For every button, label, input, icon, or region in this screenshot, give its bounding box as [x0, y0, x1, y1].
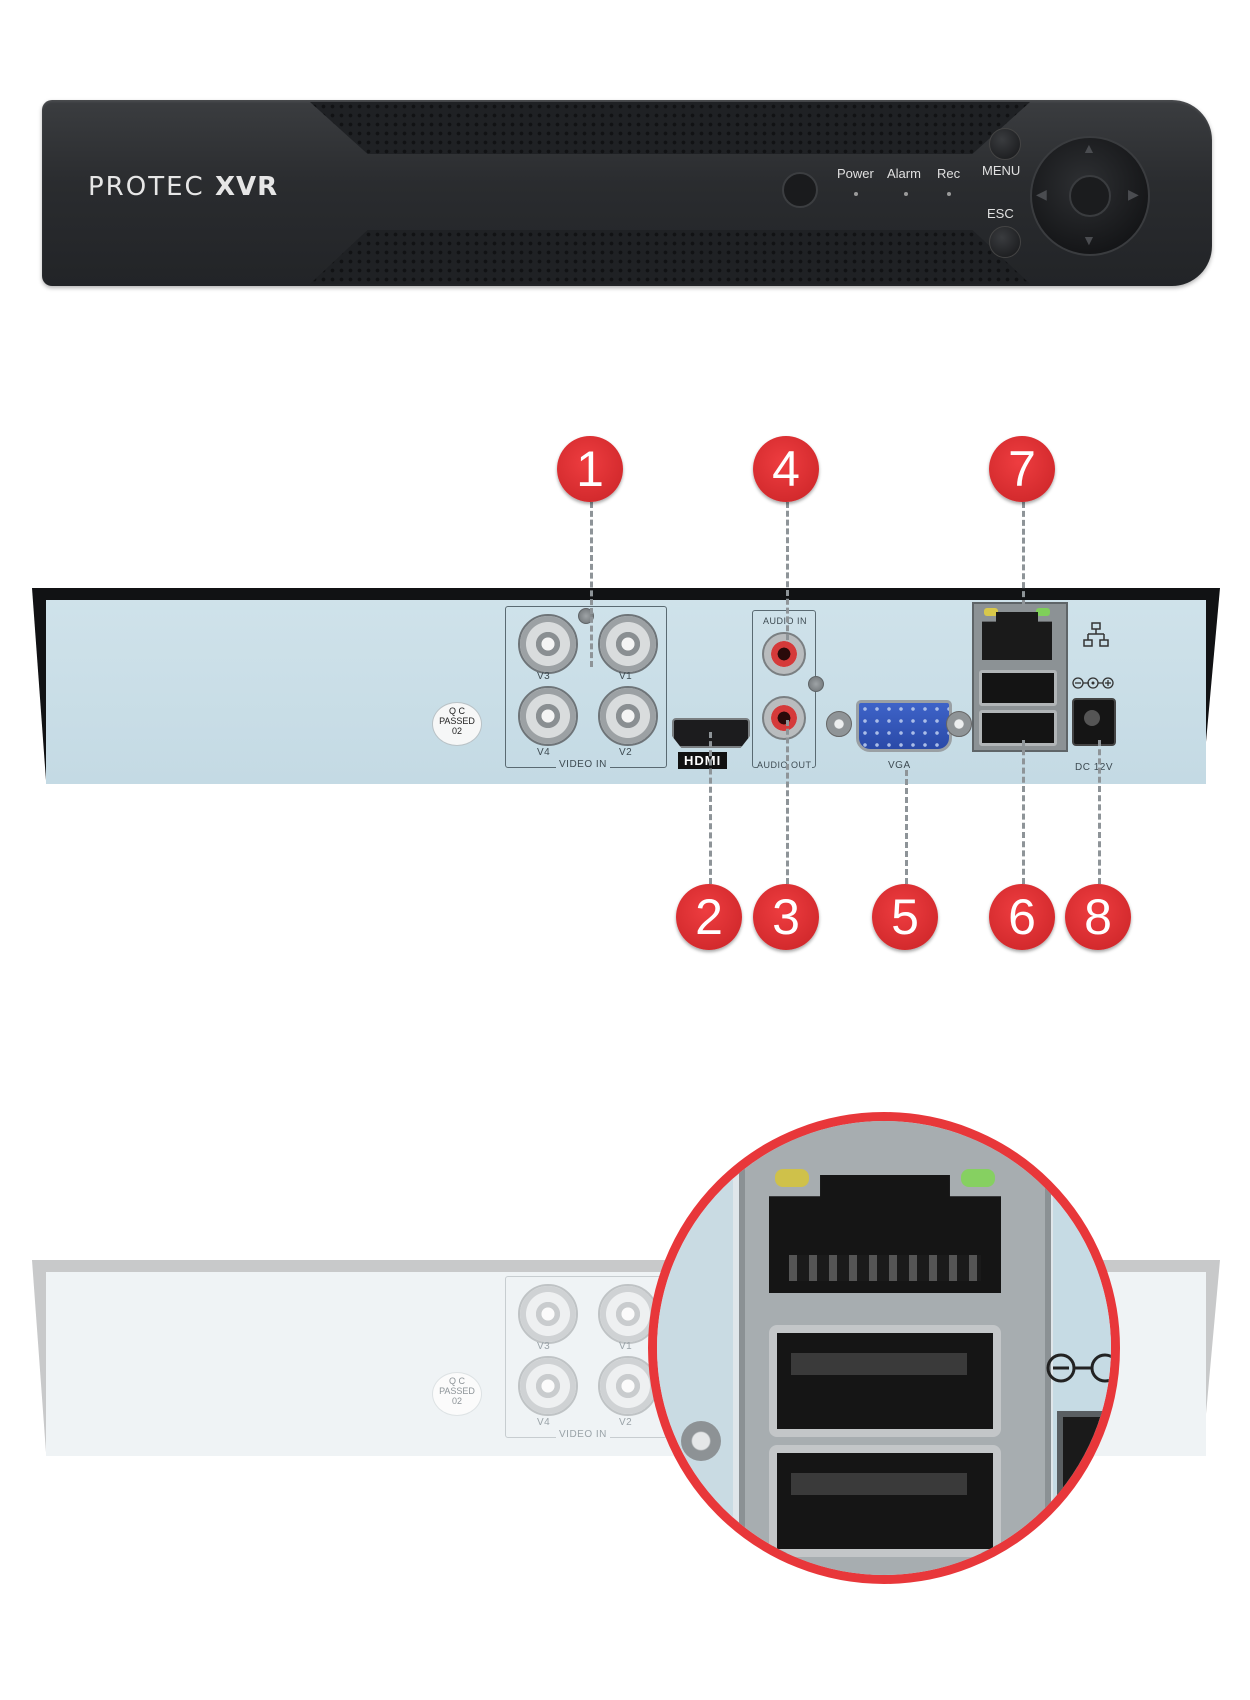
zoom-led-green-icon [961, 1169, 995, 1187]
zoom-usb-tongue [791, 1353, 967, 1375]
audio-out-label: AUDIO OUT [757, 760, 812, 770]
up-arrow-icon[interactable]: ▲ [1082, 140, 1096, 156]
callout-1: 1 [557, 436, 623, 502]
leader-line-8 [1098, 740, 1101, 884]
led-label-power: Power [837, 166, 874, 181]
faded-qc-sticker: Q C PASSED 02 [432, 1372, 482, 1416]
faded-bnc-label: V2 [619, 1417, 633, 1428]
bnc-label: V4 [537, 747, 551, 758]
left-arrow-icon[interactable]: ◀ [1036, 186, 1047, 202]
leader-line-4 [786, 502, 789, 640]
dvr-front-panel: PROTEC XVR Power Alarm Rec MENU ESC ▲ ▼ … [42, 100, 1212, 286]
bottom-vent-grille [310, 230, 1030, 284]
bnc-v1-port[interactable] [598, 614, 658, 674]
callout-6: 6 [989, 884, 1055, 950]
alarm-led-icon [904, 192, 908, 196]
bnc-v3-port[interactable] [518, 614, 578, 674]
top-vent-grille [310, 102, 1030, 154]
hdmi-logo: HDMI [678, 752, 728, 769]
faded-bnc-port [518, 1284, 578, 1344]
zoom-screw [681, 1421, 721, 1461]
leader-line-3 [786, 720, 789, 884]
down-arrow-icon[interactable]: ▼ [1082, 232, 1096, 248]
vga-label: VGA [888, 760, 911, 771]
rec-led-icon [947, 192, 951, 196]
qc-passed-sticker: Q C PASSED 02 [432, 702, 482, 746]
led-label-rec: Rec [937, 166, 961, 181]
dc-power-jack[interactable] [1072, 698, 1116, 746]
zoom-rj45-pins [789, 1255, 981, 1281]
bnc-v4-port[interactable] [518, 686, 578, 746]
zoom-usb-port-bottom [769, 1445, 1001, 1557]
dc-jack-hole [1084, 710, 1100, 726]
audio-in-rca-port[interactable] [762, 632, 806, 676]
bnc-label: V2 [619, 747, 633, 758]
callout-3: 3 [753, 884, 819, 950]
zoom-usb-port-top [769, 1325, 1001, 1437]
usb-port-bottom[interactable] [979, 710, 1057, 746]
vga-screw [946, 711, 972, 737]
rj45-led-icon [1036, 608, 1050, 616]
enter-button[interactable] [1069, 175, 1111, 217]
leader-line-5 [905, 770, 908, 884]
esc-label: ESC [987, 206, 1014, 221]
bnc-label: V1 [619, 671, 633, 682]
zoom-dc-polarity-icon [1046, 1353, 1111, 1383]
video-in-label: VIDEO IN [556, 759, 610, 770]
zoom-plate-left [657, 1121, 733, 1575]
leader-line-2 [709, 732, 712, 884]
bnc-v2-port[interactable] [598, 686, 658, 746]
vga-screw [826, 711, 852, 737]
audio-out-rca-port[interactable] [762, 696, 806, 740]
callout-7: 7 [989, 436, 1055, 502]
callout-5: 5 [872, 884, 938, 950]
right-arrow-icon[interactable]: ▶ [1128, 186, 1139, 202]
faded-bnc-label: V4 [537, 1417, 551, 1428]
menu-label: MENU [982, 163, 1021, 178]
faded-bnc-label: V3 [537, 1341, 551, 1352]
network-icon [1083, 622, 1109, 647]
zoom-usb-tongue [791, 1473, 967, 1495]
audio-in-label: AUDIO IN [763, 616, 808, 626]
usb-port-top[interactable] [979, 670, 1057, 706]
faded-video-in-label: VIDEO IN [556, 1429, 610, 1440]
rj45-led-icon [984, 608, 998, 616]
chassis-screw [808, 676, 824, 692]
callout-8: 8 [1065, 884, 1131, 950]
vga-port[interactable] [856, 700, 952, 752]
callout-2: 2 [676, 884, 742, 950]
faded-bnc-label: V1 [619, 1341, 633, 1352]
menu-button[interactable] [989, 128, 1021, 160]
power-led-icon [854, 192, 858, 196]
callout-4: 4 [753, 436, 819, 502]
leader-line-6 [1022, 740, 1025, 884]
zoom-dc-jack [1057, 1411, 1111, 1575]
leader-line-7 [1022, 502, 1025, 606]
brand-logo: PROTEC XVR [88, 172, 279, 202]
faded-bnc-port [518, 1356, 578, 1416]
zoom-magnifier [648, 1112, 1120, 1584]
led-label-alarm: Alarm [887, 166, 921, 181]
dc-label: DC 12V [1075, 762, 1114, 773]
zoom-led-yellow-icon [775, 1169, 809, 1187]
esc-button[interactable] [989, 226, 1021, 258]
leader-line-1 [590, 502, 593, 667]
dc-polarity-icon [1072, 677, 1114, 689]
bnc-label: V3 [537, 671, 551, 682]
ir-receiver-window [782, 172, 818, 208]
